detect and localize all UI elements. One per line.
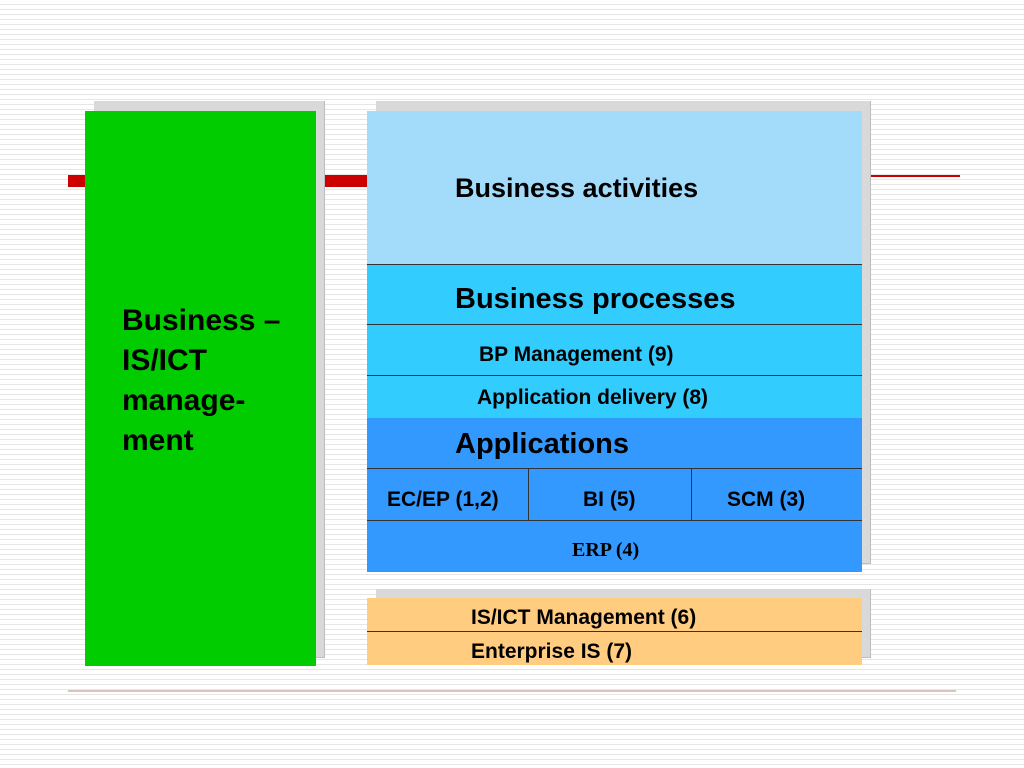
ec-ep-label: EC/EP (1,2) (387, 488, 499, 511)
bottom-rule (68, 690, 956, 692)
divider (367, 375, 862, 376)
accent-line-right (862, 175, 960, 177)
business-processes-label: Business processes (455, 283, 736, 315)
management-label: Business – IS/ICT manage- ment (122, 304, 281, 457)
applications-label: Applications (455, 428, 630, 460)
column-divider (528, 469, 529, 520)
scm-label: SCM (3) (727, 488, 806, 511)
divider (367, 324, 862, 325)
bp-management-label: BP Management (9) (479, 343, 674, 366)
divider (367, 264, 862, 265)
applications-layer: Applications EC/EP (1,2) BI (5) SCM (3) … (367, 418, 862, 572)
enterprise-is-layer: Enterprise IS (7) (367, 632, 862, 665)
divider (367, 468, 862, 469)
divider (367, 631, 862, 632)
business-activities-label: Business activities (455, 173, 699, 203)
erp-label: ERP (4) (572, 539, 640, 561)
column-divider (691, 469, 692, 520)
business-activities-layer: Business activities (367, 111, 862, 265)
bi-label: BI (5) (583, 488, 636, 511)
ict-management-label: IS/ICT Management (6) (471, 606, 697, 629)
enterprise-is-label: Enterprise IS (7) (471, 640, 633, 663)
application-delivery-label: Application delivery (8) (477, 386, 709, 409)
management-column: Business – IS/ICT manage- ment (85, 111, 316, 666)
ict-management-layer: IS/ICT Management (6) (367, 598, 862, 631)
business-processes-layer: Business processes BP Management (9) App… (367, 265, 862, 418)
divider (367, 520, 862, 521)
